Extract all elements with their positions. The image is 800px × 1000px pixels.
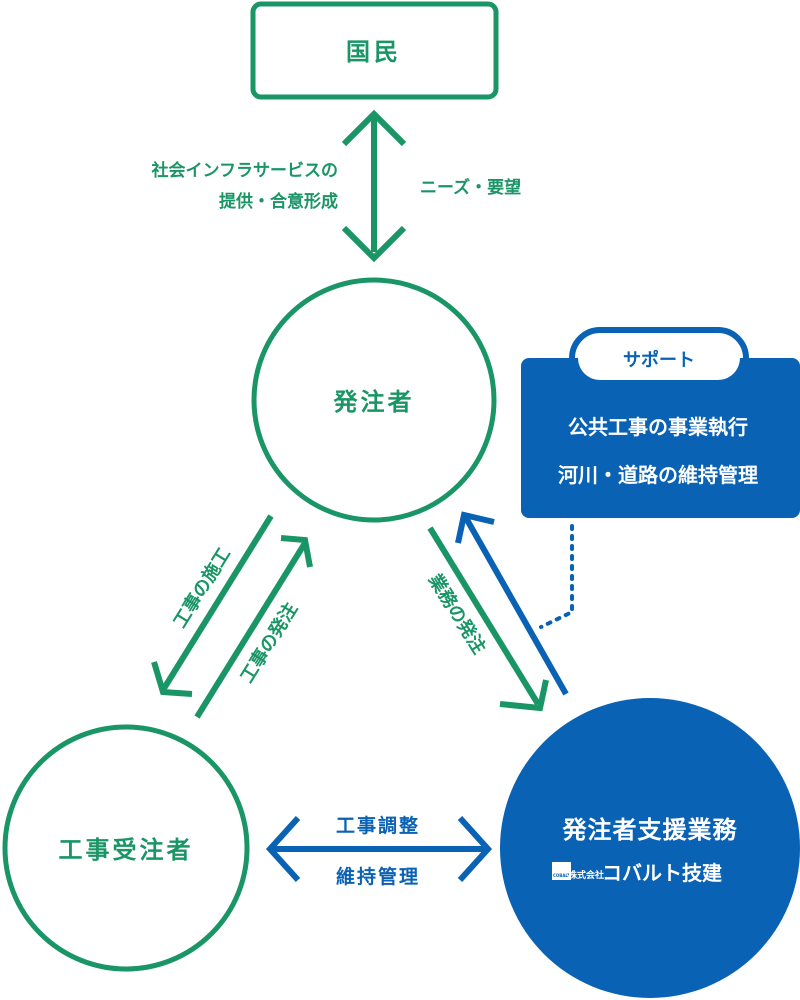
koji-hacchu-arrow — [194, 535, 313, 719]
koji-seko-arrow — [151, 514, 274, 697]
support-dotted-connector — [539, 524, 574, 629]
logo-mark-icon — [552, 862, 571, 880]
kokumin-label: 国民 — [346, 38, 402, 66]
chosei-double-arrow — [265, 815, 493, 883]
shien-gyomu-label: 発注者支援業務 — [562, 816, 738, 844]
koji-juchusha-label: 工事受注者 — [59, 836, 194, 864]
support-tag: サポート — [623, 349, 695, 371]
company-legal-form: 株式会社 — [568, 869, 604, 881]
company-name: コバルト技建 — [602, 861, 722, 885]
iji-kanri-label: 維持管理 — [336, 865, 420, 888]
support-line1: 公共工事の事業執行 — [568, 415, 748, 439]
gyomu-report-arrow — [455, 511, 569, 696]
koji-chosei-label: 工事調整 — [336, 814, 420, 837]
needs-label: ニーズ・要望 — [420, 177, 521, 198]
support-line2: 河川・道路の維持管理 — [558, 463, 758, 487]
hacchusha-label: 発注者 — [333, 388, 415, 416]
hacchusha-node: 発注者 — [251, 277, 497, 523]
kokumin-hacchusha-arrow — [341, 109, 407, 263]
shien-gyomu-node: 発注者支援業務 COBALT 株式会社 コバルト技建 — [500, 698, 800, 998]
service-label-line2: 提供・合意形成 — [219, 191, 338, 212]
service-label-line1: 社会インフラサービスの — [151, 160, 339, 181]
logo-small-text: COBALT — [553, 873, 570, 878]
gyomu-hacchu-arrow — [427, 526, 549, 712]
company-logo: COBALT 株式会社 コバルト技建 — [552, 861, 722, 885]
kokumin-node: 国民 — [250, 1, 499, 100]
support-box: サポート 公共工事の事業執行 河川・道路の維持管理 — [521, 327, 800, 518]
koji-juchusha-node: 工事受注者 — [2, 724, 250, 972]
